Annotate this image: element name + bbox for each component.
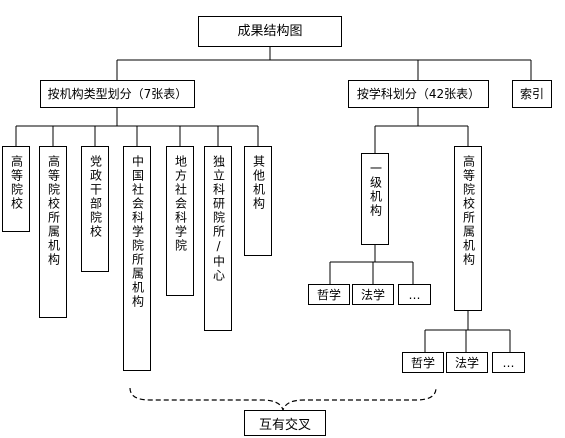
- type-node-label: 其他机构: [251, 155, 266, 211]
- type-node-label: 党政干部院校: [88, 155, 103, 239]
- leaf-law: 法学: [446, 352, 488, 373]
- leaf-label: 哲学: [410, 356, 435, 370]
- leaf-label: …: [408, 287, 421, 302]
- type-node-party-schools: 党政干部院校: [81, 146, 109, 272]
- subject-node-university-institutes: 高等院校所属机构: [454, 146, 482, 311]
- type-node-independent-institutes: 独立科研院所/中心: [204, 146, 232, 331]
- branch-by-subject-label: 按学科划分（42张表）: [356, 87, 481, 101]
- type-node-local-academies: 地方社会科学院: [166, 146, 194, 296]
- bracket: [129, 387, 437, 413]
- overlap-label: 互有交叉: [258, 417, 311, 433]
- leaf-label: 哲学: [316, 288, 341, 302]
- leaf-label: 法学: [454, 356, 479, 370]
- branch-index: 索引: [512, 80, 552, 108]
- leaf-ellipsis: …: [398, 284, 431, 305]
- type-node-other: 其他机构: [244, 146, 272, 256]
- leaf-philosophy: 哲学: [308, 284, 350, 305]
- type-node-label: 地方社会科学院: [173, 155, 188, 253]
- type-node-label: 高等院校: [9, 155, 24, 211]
- leaf-label: 法学: [360, 288, 385, 302]
- root-node: 成果结构图: [198, 16, 342, 47]
- leaf-law: 法学: [352, 284, 394, 305]
- subject-node-label: 一级机构: [368, 162, 383, 218]
- type-node-label: 独立科研院所/中心: [211, 155, 226, 283]
- type-node-label: 中国社会科学院所属机构: [130, 155, 145, 309]
- branch-index-label: 索引: [519, 87, 544, 101]
- leaf-label: …: [502, 355, 515, 370]
- type-node-universities: 高等院校: [2, 146, 30, 232]
- branch-by-type-label: 按机构类型划分（7张表）: [47, 87, 188, 101]
- type-node-cass-institutes: 中国社会科学院所属机构: [123, 146, 151, 371]
- leaf-philosophy: 哲学: [402, 352, 444, 373]
- subject-node-first-level: 一级机构: [361, 153, 389, 245]
- subject-node-label: 高等院校所属机构: [461, 155, 476, 267]
- type-node-label: 高等院校所属机构: [46, 155, 61, 267]
- branch-by-subject: 按学科划分（42张表）: [348, 80, 489, 108]
- overlap-label-box: 互有交叉: [244, 410, 326, 436]
- leaf-ellipsis: …: [492, 352, 525, 373]
- branch-by-type: 按机构类型划分（7张表）: [40, 80, 195, 108]
- type-node-university-institutes: 高等院校所属机构: [39, 146, 67, 318]
- root-label: 成果结构图: [237, 24, 303, 39]
